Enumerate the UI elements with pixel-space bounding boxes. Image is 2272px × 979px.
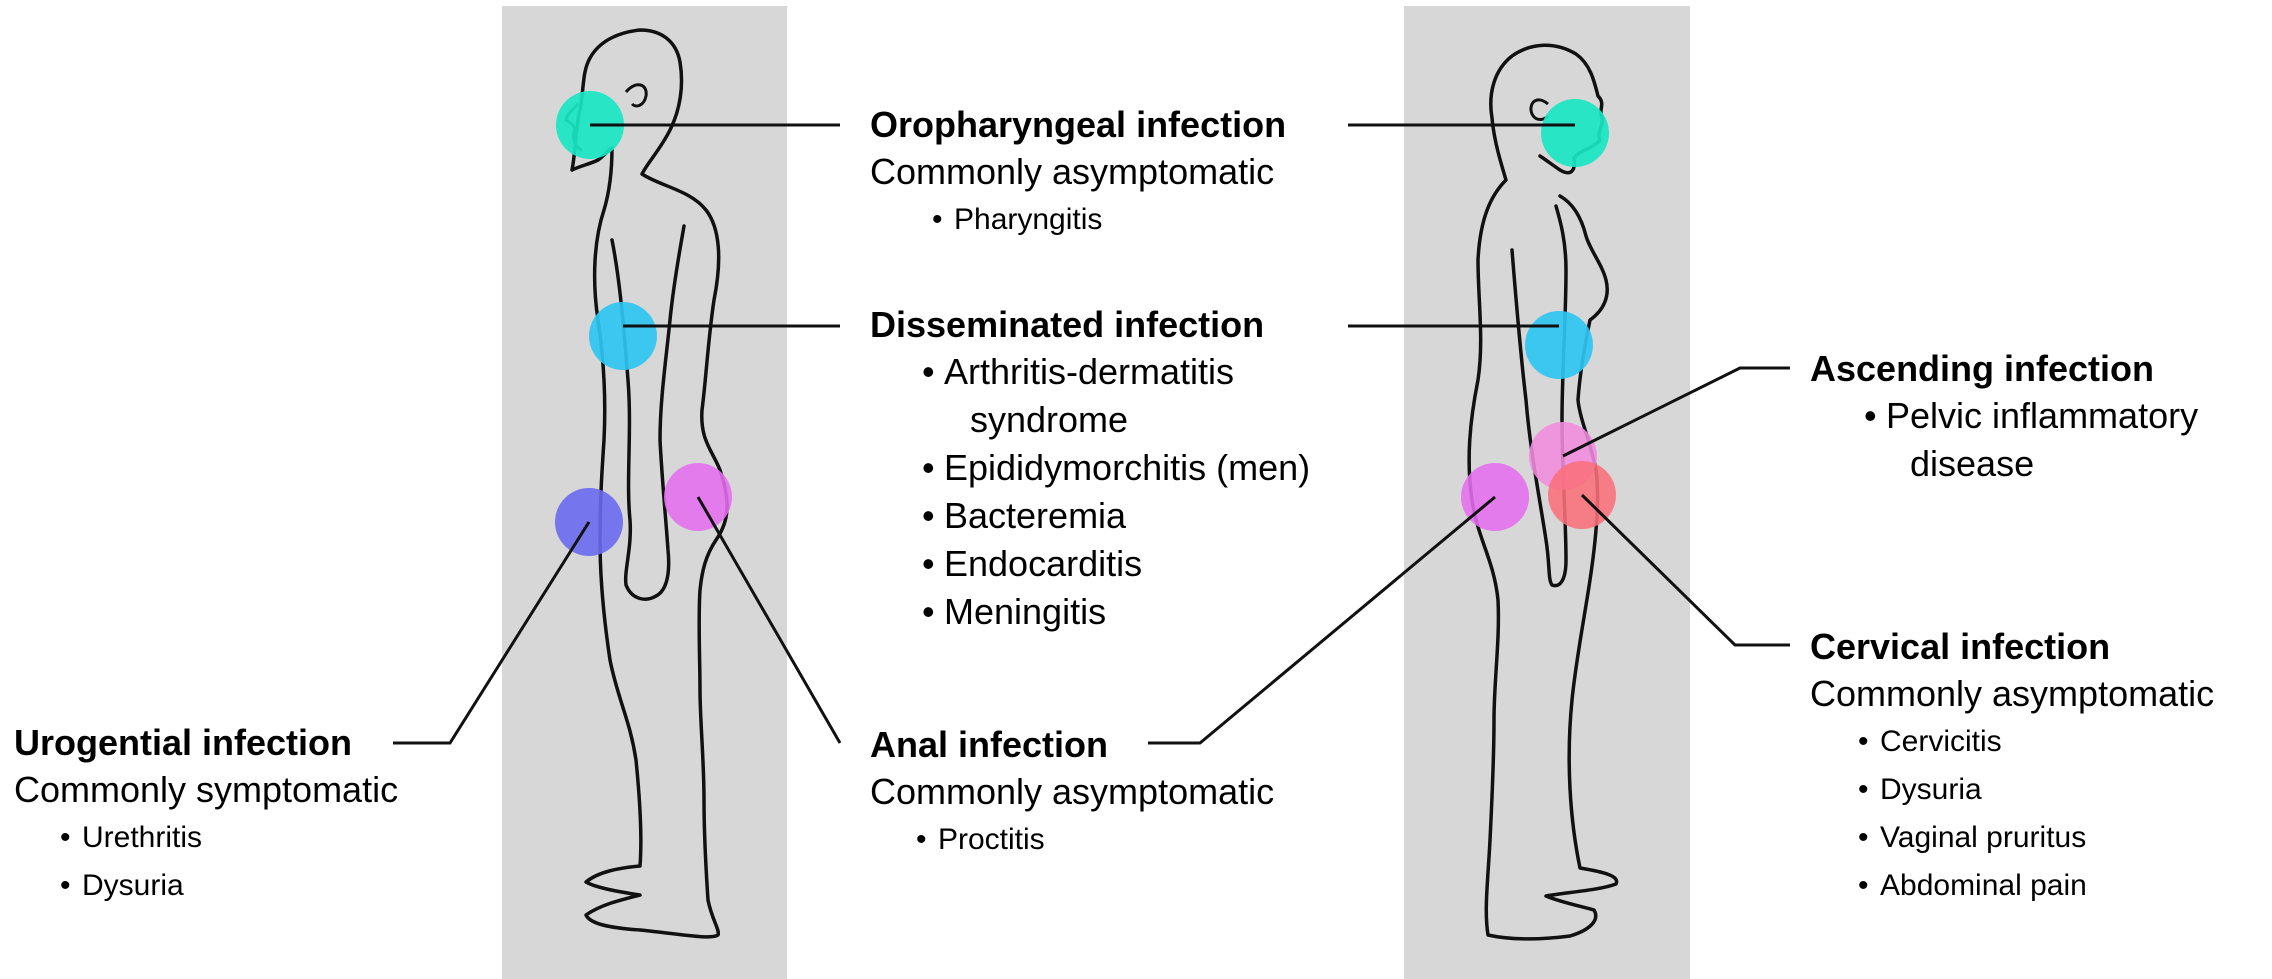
list-item: Pharyngitis [932,196,1286,244]
urogenital-note: Commonly symptomatic [14,766,398,814]
cervical-title: Cervical infection [1810,624,2214,670]
list-item: Dysuria [60,862,398,910]
urogenital-title: Urogential infection [14,720,398,766]
male-panel [502,6,787,979]
urogenital-label: Urogential infection Commonly symptomati… [14,720,398,910]
list-item: Urethritis [60,814,398,862]
list-item: Vaginal pruritus [1858,814,2214,862]
list-item-continued: syndrome [922,396,1310,444]
oropharyngeal-title: Oropharyngeal infection [870,102,1286,148]
ascending-title: Ascending infection [1810,346,2198,392]
anal-note: Commonly asymptomatic [870,768,1274,816]
oropharyngeal-label: Oropharyngeal infection Commonly asympto… [870,102,1286,244]
list-item: Pelvic inflammatory [1864,392,2198,440]
list-item: Proctitis [916,816,1274,864]
cervical-label: Cervical infection Commonly asymptomatic… [1810,624,2214,910]
list-item: Endocarditis [922,540,1310,588]
disseminated-label: Disseminated infection Arthritis-dermati… [870,302,1310,636]
list-item: Arthritis-dermatitis [922,348,1310,396]
list-item: Dysuria [1858,766,2214,814]
anal-label: Anal infection Commonly asymptomatic Pro… [870,722,1274,864]
anal-title: Anal infection [870,722,1274,768]
disseminated-site-female [1525,311,1593,379]
list-item-text: syndrome [970,399,1128,440]
list-item-continued: disease [1864,440,2198,488]
oropharyngeal-note: Commonly asymptomatic [870,148,1286,196]
list-item: Epididymorchitis (men) [922,444,1310,492]
ascending-label: Ascending infection Pelvic inflammatory … [1810,346,2198,488]
disseminated-site-male [589,302,657,370]
cervical-note: Commonly asymptomatic [1810,670,2214,718]
list-item-text: disease [1910,443,2034,484]
list-item: Bacteremia [922,492,1310,540]
list-item: Meningitis [922,588,1310,636]
list-item: Abdominal pain [1858,862,2214,910]
oropharyngeal-site-female [1541,99,1609,167]
list-item: Cervicitis [1858,718,2214,766]
disseminated-title: Disseminated infection [870,302,1310,348]
